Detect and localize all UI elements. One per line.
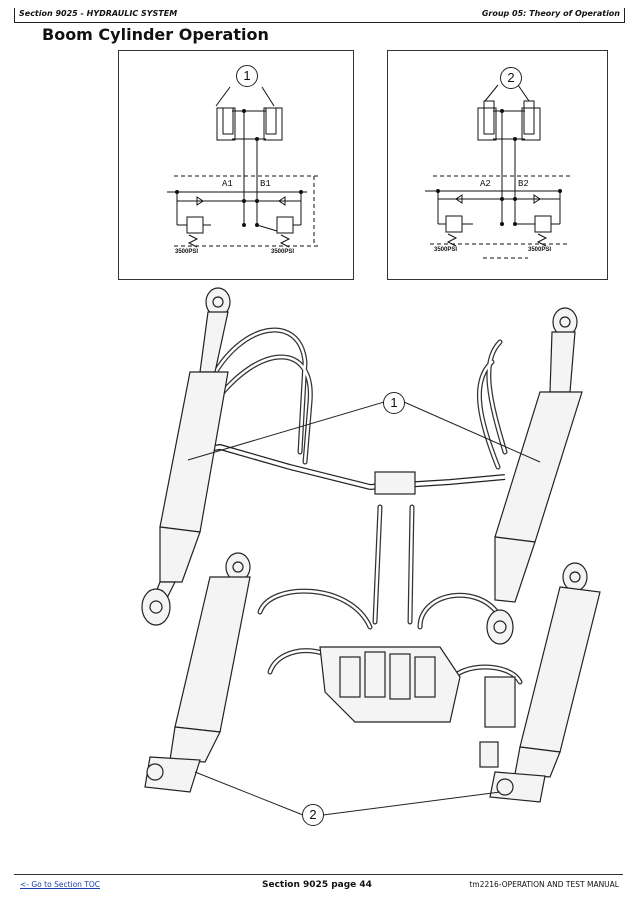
page-header: Section 9025 - HYDRAULIC SYSTEM Group 05… <box>14 8 625 23</box>
hydraulic-schematic-1-drawing <box>167 86 319 248</box>
callout-2: 2 <box>500 67 522 89</box>
left-boom-cylinder <box>141 287 231 626</box>
boom-cylinder-hose-illustration <box>141 287 601 816</box>
schematic-boom-cylinder-1: 1 A1 B1 3500PSI 3500PSI <box>118 50 354 280</box>
go-to-section-toc-link[interactable]: <- Go to Section TOC <box>20 880 101 889</box>
port-label-b1: B1 <box>260 179 271 189</box>
illustration-callout-2: 2 <box>302 804 324 826</box>
relief-pressure-left: 3500PSI <box>175 249 199 255</box>
left-lift-cylinder <box>144 552 251 793</box>
group-label: Group 05: Theory of Operation <box>481 9 620 18</box>
footer-divider <box>14 874 623 875</box>
right-boom-cylinder <box>486 307 583 645</box>
port-label-a2: A2 <box>480 179 491 189</box>
manual-title: tm2216-OPERATION AND TEST MANUAL <box>469 880 619 889</box>
callout-1: 1 <box>236 65 258 87</box>
tee-block <box>374 471 416 495</box>
port-label-a1: A1 <box>222 179 233 189</box>
page-title: Boom Cylinder Operation <box>42 25 269 44</box>
hydraulic-schematic-2-drawing <box>425 84 570 259</box>
page-number: Section 9025 page 44 <box>262 880 372 890</box>
section-label: Section 9025 - HYDRAULIC SYSTEM <box>19 9 178 18</box>
leader-lines <box>187 401 541 816</box>
illustration-callout-1: 1 <box>383 392 405 414</box>
relief-pressure-right: 3500PSI <box>271 249 295 255</box>
relief-pressure-right: 3500PSI <box>528 247 552 253</box>
control-valve-block <box>319 646 516 768</box>
relief-pressure-left: 3500PSI <box>434 247 458 253</box>
schematic-boom-cylinder-2: 2 A2 B2 3500PSI 3500PSI <box>387 50 608 280</box>
port-label-b2: B2 <box>518 179 529 189</box>
hydraulic-hoses <box>207 327 523 685</box>
right-lift-cylinder <box>489 562 601 803</box>
